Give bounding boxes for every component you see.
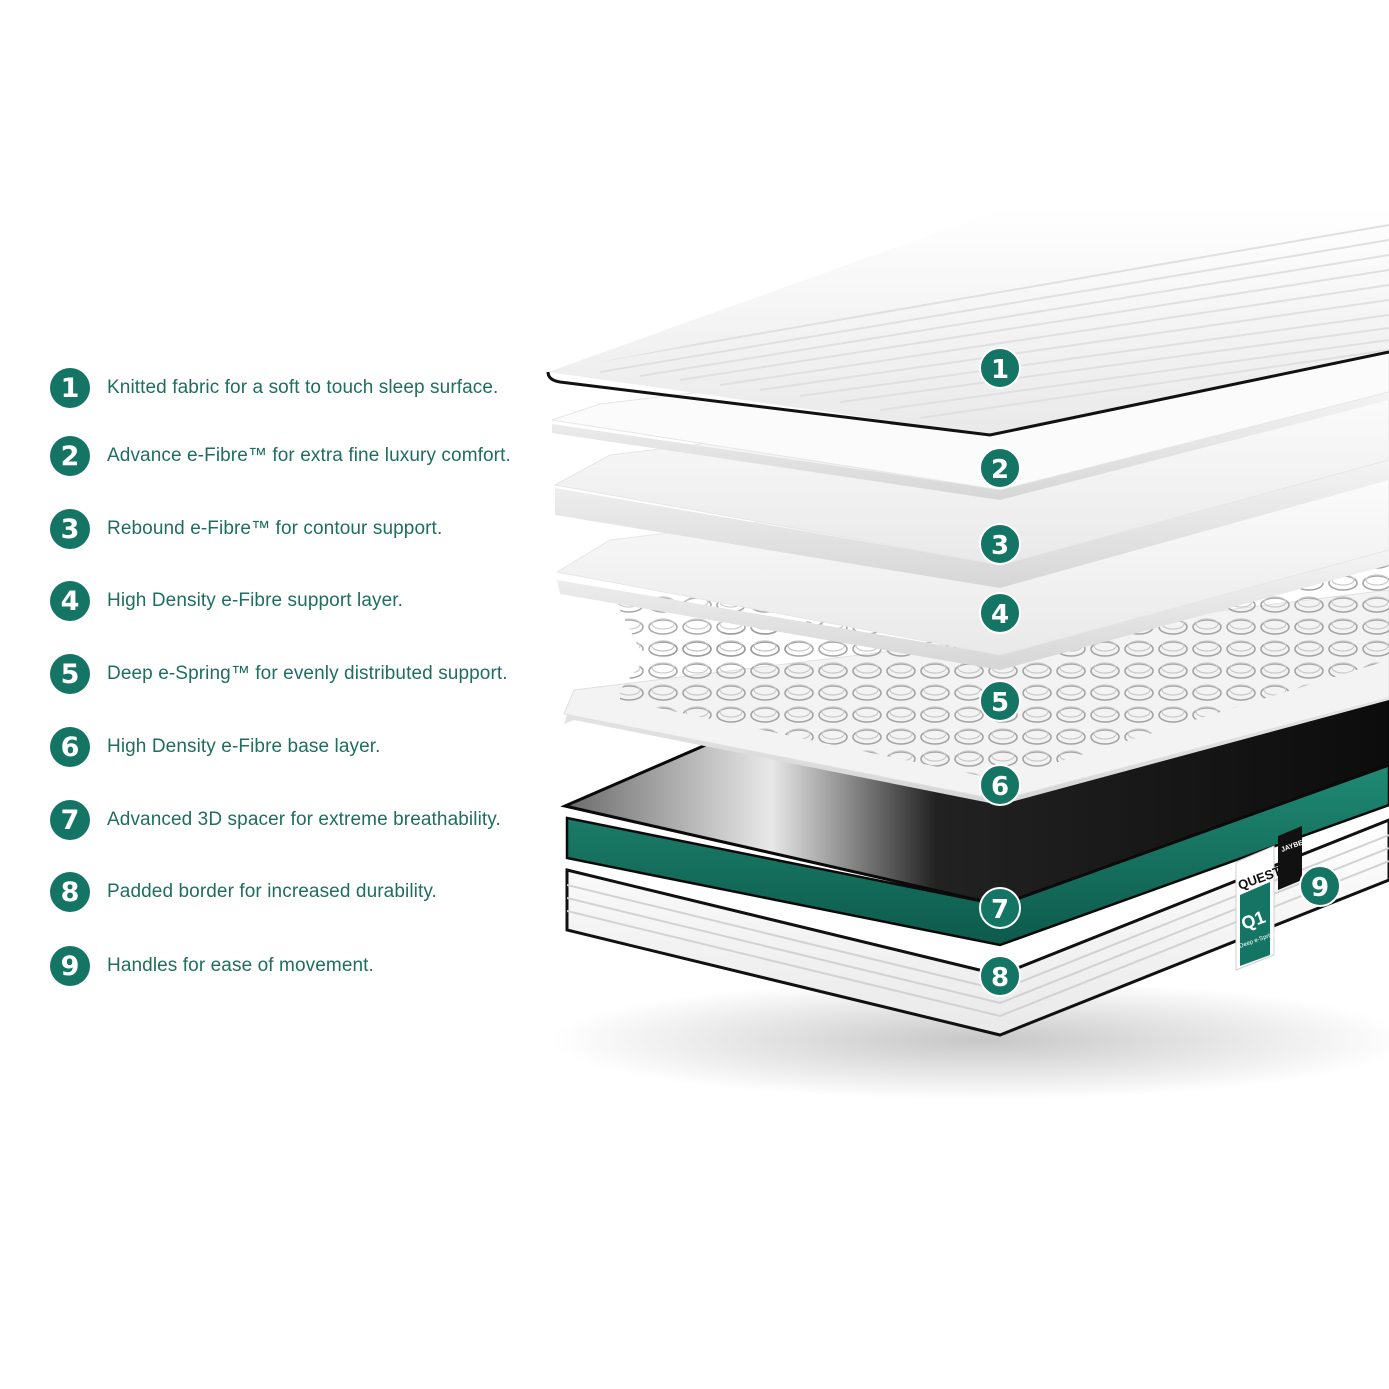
legend-text: Knitted fabric for a soft to touch sleep…: [107, 377, 499, 398]
callout-number: 1: [991, 355, 1009, 385]
callout-2: 2: [979, 447, 1021, 489]
base-block: QUEST Q1 Deep e-Spring JAYBE: [560, 672, 1389, 1037]
legend-item-1: 1 Knitted fabric for a soft to touch sle…: [50, 368, 498, 408]
legend-text: High Density e-Fibre support layer.: [107, 590, 404, 611]
legend-item-8: 8 Padded border for increased durability…: [50, 872, 437, 912]
number-badge: 2: [50, 436, 90, 476]
legend-text: Rebound e-Fibre™ for contour support.: [107, 518, 443, 539]
callout-4: 4: [979, 592, 1021, 634]
legend-item-9: 9 Handles for ease of movement.: [50, 946, 374, 986]
legend-text: Handles for ease of movement.: [107, 955, 374, 976]
legend-item-6: 6 High Density e-Fibre base layer.: [50, 727, 381, 767]
callout-number: 8: [991, 963, 1009, 993]
legend-text: Advanced 3D spacer for extreme breathabi…: [107, 809, 501, 830]
brand-model: Q1: [1239, 907, 1268, 934]
legend-text: Padded border for increased durability.: [107, 881, 437, 902]
callout-6: 6: [979, 764, 1021, 806]
brand-name: QUEST: [1236, 863, 1283, 892]
number-badge: 8: [50, 872, 90, 912]
callout-9: 9: [1299, 865, 1341, 907]
legend-item-7: 7 Advanced 3D spacer for extreme breatha…: [50, 800, 501, 840]
legend-text: High Density e-Fibre base layer.: [107, 736, 381, 757]
number-badge: 6: [50, 727, 90, 767]
number-badge: 5: [50, 654, 90, 694]
callout-5: 5: [979, 680, 1021, 722]
layer-rebound-fibre: [553, 359, 1389, 588]
callout-number: 6: [991, 772, 1009, 802]
callout-number: 4: [991, 600, 1009, 630]
legend-text: Deep e-Spring™ for evenly distributed su…: [107, 663, 508, 684]
layer-support-fibre: [555, 444, 1389, 670]
callout-number: 5: [991, 688, 1009, 718]
legend-item-5: 5 Deep e-Spring™ for evenly distributed …: [50, 654, 508, 694]
layer-springs: [615, 548, 1389, 780]
layer-comfort-fibre: [551, 309, 1389, 500]
number-badge: 3: [50, 509, 90, 549]
number-badge: 9: [50, 946, 90, 986]
tag-text: JAYBE: [1280, 839, 1304, 853]
callout-number: 2: [991, 455, 1009, 485]
layer-base-fibre: [563, 589, 1389, 805]
legend-item-3: 3 Rebound e-Fibre™ for contour support.: [50, 509, 442, 549]
number-badge: 1: [50, 368, 90, 408]
callout-1: 1: [979, 347, 1021, 389]
callout-8: 8: [979, 955, 1021, 997]
legend-item-2: 2 Advance e-Fibre™ for extra fine luxury…: [50, 436, 511, 476]
legend: 1 Knitted fabric for a soft to touch sle…: [50, 0, 550, 1389]
callout-number: 7: [991, 895, 1009, 925]
floor-shadow: [550, 980, 1389, 1100]
legend-text: Advance e-Fibre™ for extra fine luxury c…: [107, 445, 511, 466]
number-badge: 7: [50, 800, 90, 840]
legend-item-4: 4 High Density e-Fibre support layer.: [50, 581, 403, 621]
callout-number: 3: [991, 531, 1009, 561]
callout-3: 3: [979, 523, 1021, 565]
layer-knitted-top: [546, 207, 1389, 437]
number-badge: 4: [50, 581, 90, 621]
callout-number: 9: [1311, 873, 1329, 903]
callout-7: 7: [979, 887, 1021, 929]
